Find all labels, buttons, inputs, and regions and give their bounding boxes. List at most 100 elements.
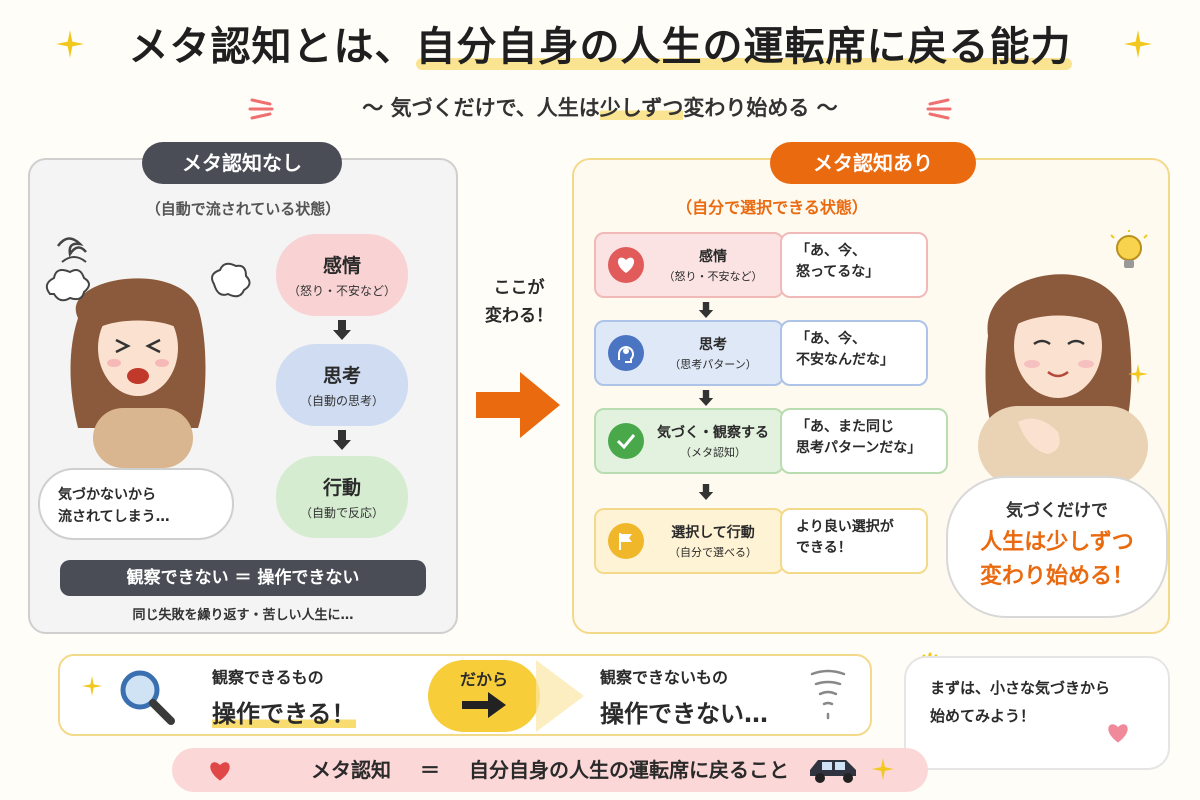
row-sub: （思考パターン）: [669, 358, 757, 371]
arrow-down-icon: [698, 390, 714, 406]
quote-line: 怒ってるな」: [796, 264, 880, 280]
arrow-right-icon: [462, 692, 506, 718]
therefore-label: だから: [459, 670, 508, 689]
row-title: 気づく・観察する: [657, 425, 769, 441]
subtitle-highlight: 少しずつ: [599, 96, 684, 120]
cloud-line: 気づくだけで: [1006, 501, 1108, 521]
flow-sub: （自動の思考）: [299, 394, 384, 408]
unobservable-small: 観察できないもの: [600, 668, 729, 687]
heart-icon: [210, 762, 230, 781]
flag-icon: [608, 523, 644, 559]
whirlwind-icon: [810, 669, 846, 720]
change-label: ここが 変わる！: [474, 274, 564, 330]
flow-title: 感情: [322, 255, 361, 277]
quote-notice: 「あ、また同じ 思考パターンだな」: [780, 408, 948, 474]
encouragement-card: まずは、小さな気づきから 始めてみよう！: [904, 656, 1170, 770]
thought-line: 流されてしまう…: [58, 509, 170, 525]
right-panel-label: メタ認知あり: [770, 142, 976, 184]
arrow-down-icon: [333, 320, 351, 340]
flow-row-choose: 選択して行動 （自分で選べる）: [594, 508, 784, 574]
quote-line: より良い選択が: [796, 519, 894, 535]
magnifier-icon: [120, 670, 175, 725]
row-label: 選択して行動 （自分で選べる）: [644, 522, 782, 560]
cloud-line: 人生は少しずつ: [980, 530, 1134, 555]
heart-icon: [1108, 724, 1128, 743]
left-summary-bar: 観察できない ＝ 操作できない: [60, 560, 426, 596]
quote-line: 「あ、今、: [796, 331, 866, 347]
quote-emotion: 「あ、今、 怒ってるな」: [780, 232, 928, 298]
bar-term: メタ認知: [311, 758, 392, 782]
card-line: 始めてみよう！: [930, 707, 1036, 725]
observable-big: 操作できる！: [212, 700, 356, 728]
flow-sub: （怒り・不安など）: [287, 284, 396, 298]
flow-emotion: 感情 （怒り・不安など）: [276, 234, 408, 316]
arrow-down-icon: [698, 484, 714, 500]
row-label: 思考 （思考パターン）: [644, 334, 782, 372]
flow-sub: （自動で反応）: [299, 506, 384, 520]
flow-action: 行動 （自動で反応）: [276, 456, 408, 538]
car-icon: [810, 760, 856, 783]
subtitle-suffix: 変わり始める 〜: [683, 96, 838, 120]
quote-line: できる！: [796, 540, 852, 556]
page-title: メタ認知とは、自分自身の人生の運転席に戻る能力: [0, 14, 1200, 72]
flow-thought: 思考 （自動の思考）: [276, 344, 408, 426]
row-label: 感情 （怒り・不安など）: [644, 246, 782, 284]
heart-icon: [608, 247, 644, 283]
left-panel-sublabel: （自動で流されている状態）: [145, 200, 341, 218]
quote-line: 「あ、今、: [796, 243, 866, 259]
flow-title: 思考: [322, 365, 361, 387]
observable-small: 観察できるもの: [212, 668, 324, 687]
head-brain-icon: [608, 335, 644, 371]
row-title: 思考: [699, 337, 727, 353]
bottom-summary-bar: メタ認知 ＝ 自分自身の人生の運転席に戻ること: [172, 748, 928, 792]
chevron-fade-icon: [536, 660, 584, 732]
calm-woman-illustration: [978, 274, 1148, 486]
bar-equals: ＝: [420, 758, 440, 782]
cloud-line: 変わり始める！: [979, 564, 1134, 589]
row-title: 感情: [699, 249, 727, 265]
flow-title: 行動: [322, 477, 361, 499]
flow-row-thought: 思考 （思考パターン）: [594, 320, 784, 386]
left-panel-label: メタ認知なし: [142, 142, 342, 184]
arrow-down-icon: [698, 302, 714, 318]
title-highlight: 自分自身の人生の運転席に戻る能力: [415, 14, 1072, 72]
sparkle-icon: [56, 30, 84, 58]
sparkle-icon: [82, 676, 102, 696]
therefore-badge: だから: [428, 660, 540, 732]
bar-definition: 自分自身の人生の運転席に戻ること: [468, 758, 789, 782]
accent-lines-icon: [248, 98, 274, 120]
sparkle-icon: [1124, 30, 1152, 58]
quote-choose: より良い選択が できる！: [780, 508, 928, 574]
thought-bubble: 気づかないから 流されてしまう…: [38, 468, 234, 540]
title-prefix: メタ認知とは、: [128, 24, 416, 70]
row-sub: （自分で選べる）: [669, 546, 757, 559]
row-sub: （メタ認知）: [680, 446, 746, 459]
accent-lines-icon: [926, 98, 952, 120]
card-line: まずは、小さな気づきから: [930, 679, 1111, 697]
row-title: 選択して行動: [671, 525, 755, 541]
right-panel-sublabel: （自分で選択できる状態）: [676, 198, 868, 217]
check-icon: [608, 423, 644, 459]
left-note: 同じ失敗を繰り返す・苦しい人生に…: [132, 608, 354, 623]
row-label: 気づく・観察する （メタ認知）: [644, 422, 782, 460]
arrow-down-icon: [333, 430, 351, 450]
sparkle-icon: [1128, 364, 1148, 384]
unobservable-big: 操作できない…: [600, 700, 768, 728]
encouragement-cloud: 気づくだけで 人生は少しずつ 変わり始める！: [946, 476, 1168, 618]
flow-row-notice: 気づく・観察する （メタ認知）: [594, 408, 784, 474]
subtitle-prefix: 〜 気づくだけで、人生は: [362, 96, 600, 120]
sparkle-icon: [872, 758, 894, 780]
arrow-right-icon: [476, 372, 560, 438]
flow-row-emotion: 感情 （怒り・不安など）: [594, 232, 784, 298]
subtitle: 〜 気づくだけで、人生は少しずつ変わり始める 〜: [0, 92, 1200, 122]
quote-line: 不安なんだな」: [796, 352, 894, 368]
lightbulb-icon: [1110, 230, 1148, 268]
stressed-woman-illustration: [45, 237, 251, 468]
quote-line: 思考パターンだな」: [796, 440, 922, 456]
change-label-line: 変わる！: [485, 306, 553, 326]
row-sub: （怒り・不安など）: [663, 270, 763, 283]
quote-line: 「あ、また同じ: [796, 419, 894, 435]
thought-line: 気づかないから: [58, 487, 156, 503]
change-label-line: ここが: [493, 278, 545, 298]
quote-thought: 「あ、今、 不安なんだな」: [780, 320, 928, 386]
